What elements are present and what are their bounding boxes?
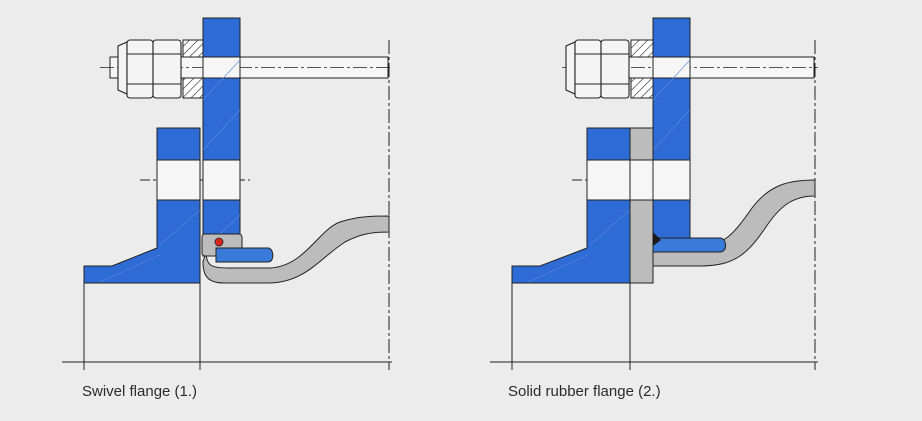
swivel-ring-1 (201, 233, 274, 263)
solid-rubber-flange-caption: Solid rubber flange (2.) (508, 383, 661, 400)
rubber-gasket-2 (629, 127, 654, 284)
swivel-flange-figure (62, 17, 392, 370)
pipe-wall-2 (652, 179, 816, 267)
mating-flange-1 (83, 127, 201, 284)
mating-flange-2 (511, 127, 631, 284)
pipe-wall-1 (202, 215, 390, 284)
rubber-lip-2 (652, 232, 727, 253)
washers-2 (630, 39, 654, 99)
seal-marker-dot (214, 237, 224, 247)
washers-1 (182, 39, 204, 99)
flange-plate-1 (202, 17, 241, 257)
flange-plate-2 (652, 17, 691, 255)
hex-nuts-1 (117, 39, 182, 99)
swivel-flange-caption: Swivel flange (1.) (82, 383, 198, 400)
hex-nuts-2 (565, 39, 630, 99)
solid-rubber-flange-figure (490, 17, 818, 370)
